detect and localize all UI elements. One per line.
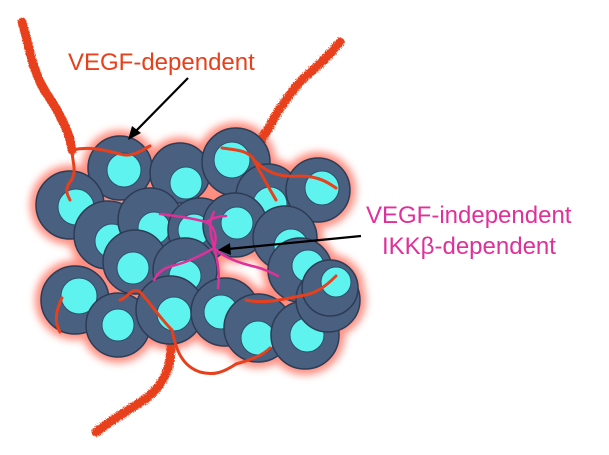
blood-vessel-branch: [252, 158, 278, 202]
blood-vessel-branch: [54, 296, 64, 334]
blood-vessel-branch: [170, 328, 238, 376]
tumor-cell: [202, 192, 268, 258]
tumor-cell-cluster: [35, 127, 361, 370]
ikk-dependent-vessel: [212, 246, 221, 290]
vegf-dependent-vessels: [54, 144, 338, 376]
tumor-cell: [301, 259, 359, 317]
blood-vessel-trunk: [91, 325, 177, 437]
ikk-dependent-vessel: [209, 210, 216, 250]
ikk-dependent-vessels: [152, 210, 280, 290]
blood-vessel-branch: [244, 274, 338, 304]
vegf-independent-label: VEGF-independent: [366, 202, 572, 229]
blood-vessel-branch: [220, 146, 256, 162]
blood-vessel-branch: [65, 148, 76, 202]
ikk-dependent-vessel: [204, 214, 228, 224]
blood-vessel-branch: [118, 288, 174, 332]
vegf-dependent-label: VEGF-dependent: [68, 49, 255, 76]
tumor-cell: [102, 229, 168, 295]
ikk-dependent-vessel: [152, 246, 216, 282]
blood-vessel-branch: [70, 144, 152, 157]
blood-vessel-trunk: [17, 17, 77, 155]
blood-vessel-branch: [252, 158, 338, 190]
arrow-to-inner-vessel: [218, 234, 362, 255]
arrow-to-peripheral-vessel: [128, 77, 189, 140]
blood-vessel-branch: [234, 346, 272, 366]
ikk-dependent-vessel: [212, 246, 280, 278]
tumor-cell: [85, 292, 151, 358]
tumor-cell: [149, 142, 211, 204]
ikk-dependent-label: IKKβ-dependent: [382, 233, 556, 260]
tumor-cell: [285, 157, 351, 223]
